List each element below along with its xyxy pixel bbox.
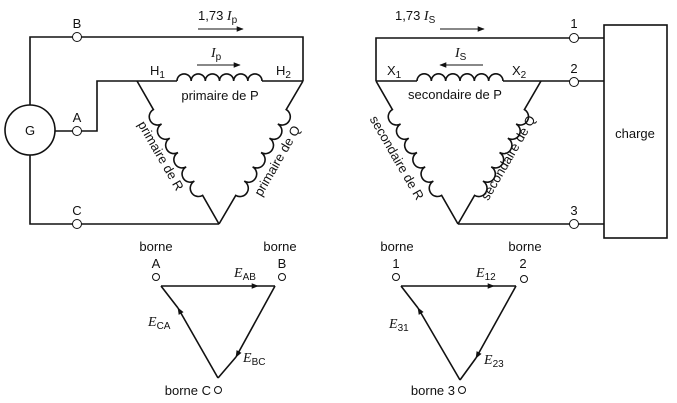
phasor-e-ca-arrow (177, 307, 219, 379)
primary-circuit: G B A C 1,73 Ip Ip H1 H2 primaire de P p… (4, 8, 304, 229)
e-31-label: E31 (388, 317, 409, 334)
borne-c-label: borne C (165, 383, 211, 398)
coil-secondary-r (375, 80, 459, 225)
secondary-line-current-label: 1,73 IS (395, 8, 436, 26)
secondary-p-label: secondaire de P (408, 87, 502, 102)
phasor-terminal-b (278, 273, 286, 281)
phasor-e-23-arrow (475, 285, 517, 359)
phasor-diagram-secondary: borne 1 borne 2 borne 3 E12 E31 E23 (380, 239, 541, 398)
terminal-b-label: B (73, 16, 82, 31)
x2-label: X2 (512, 63, 527, 81)
wire-a (55, 80, 137, 132)
coil-secondary-q (457, 80, 542, 225)
terminal-2 (569, 77, 579, 87)
terminal-b (72, 32, 82, 42)
phasor-2-label: 2 (519, 256, 526, 271)
primary-q-label: primaire de Q (251, 123, 303, 199)
phasor-e-bc-line (217, 356, 237, 379)
borne-b-label: borne (263, 239, 296, 254)
load-label: charge (615, 126, 655, 141)
phasor-b-label: B (278, 256, 287, 271)
load-box (603, 24, 668, 239)
phasor-diagram-primary: borne A borne B borne C EAB ECA EBC (139, 239, 296, 398)
borne-2-label: borne (508, 239, 541, 254)
h1-label: H1 (150, 63, 165, 81)
wire-b (29, 36, 304, 105)
e-23-label: E23 (483, 353, 504, 370)
secondary-q-label: secondaire de Q (478, 113, 539, 203)
e-12-label: E12 (475, 266, 496, 283)
primary-phase-current-label: Ip (210, 46, 222, 63)
secondary-circuit: charge 1 2 3 1,73 IS IS X1 X2 secondaire… (367, 8, 668, 239)
primary-r-label: primaire de R (135, 118, 187, 193)
primary-p-label: primaire de P (181, 88, 258, 103)
primary-line-current-label: 1,73 Ip (198, 8, 238, 26)
e-bc-label: EBC (242, 351, 265, 368)
phasor-e-31-arrow (417, 307, 461, 381)
terminal-3-label: 3 (570, 203, 577, 218)
borne-1-label: borne (380, 239, 413, 254)
coil-primary-q (218, 80, 304, 225)
generator-label: G (25, 123, 35, 138)
secondary-phase-current-label: IS (454, 46, 467, 63)
terminal-a-label: A (73, 110, 82, 125)
terminal-a (72, 126, 82, 136)
borne-a-label: borne (139, 239, 172, 254)
phasor-e-ca-line (160, 285, 179, 309)
secondary-r-label: secondaire de R (367, 113, 427, 202)
h2-label: H2 (276, 63, 291, 81)
phasor-terminal-a (152, 273, 160, 281)
e-ca-label: ECA (147, 315, 171, 332)
phasor-terminal-3 (458, 386, 466, 394)
phasor-terminal-c (214, 386, 222, 394)
phasor-terminal-1 (392, 273, 400, 281)
terminal-1-label: 1 (570, 16, 577, 31)
coil-primary-r (136, 80, 220, 225)
x1-label: X1 (387, 63, 402, 81)
wire-1 (375, 37, 604, 81)
phasor-e-31-line (400, 285, 419, 309)
coil-secondary-p (416, 73, 504, 82)
phasor-1-label: 1 (392, 256, 399, 271)
phasor-e-bc-arrow (235, 285, 276, 358)
terminal-c (72, 219, 82, 229)
terminal-2-label: 2 (570, 61, 577, 76)
borne-3-label: borne 3 (411, 383, 455, 398)
phasor-e-23-line (459, 357, 477, 381)
terminal-1 (569, 33, 579, 43)
e-ab-label: EAB (233, 266, 256, 283)
phasor-terminal-2 (520, 275, 528, 283)
coil-primary-p (176, 73, 263, 82)
terminal-3 (569, 219, 579, 229)
terminal-c-label: C (72, 203, 81, 218)
phasor-a-label: A (152, 256, 161, 271)
wire-c (29, 155, 219, 225)
